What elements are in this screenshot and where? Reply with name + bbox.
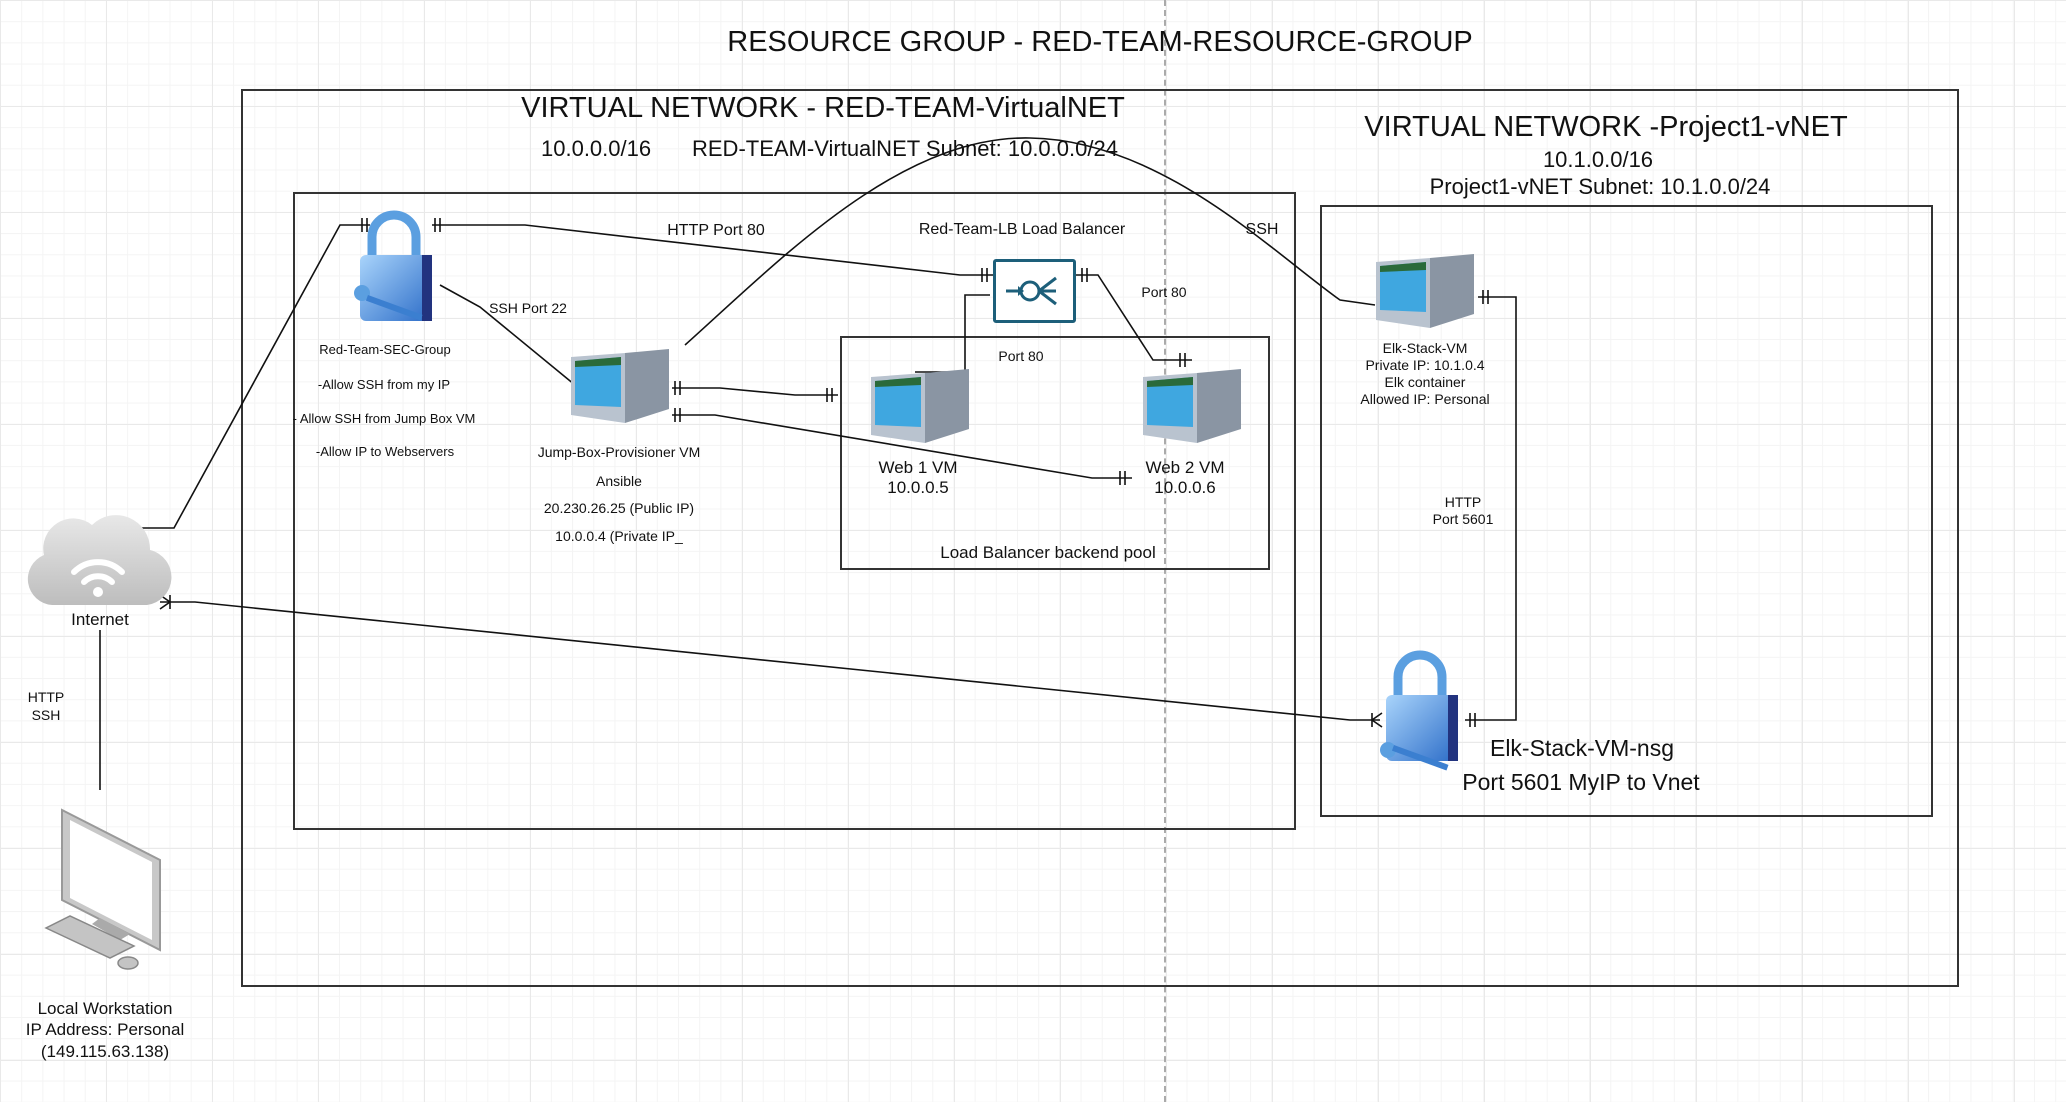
web2-vm-icon: [1143, 369, 1241, 443]
jump-box-public-ip: 20.230.26.25 (Public IP): [543, 500, 695, 516]
link-jumpbox-elk: [684, 137, 1376, 346]
link-secgroup-jumpbox: [439, 284, 576, 386]
elk-vm-name: Elk-Stack-VM: [1382, 340, 1468, 356]
web2-ip: 10.0.0.6: [1154, 478, 1216, 497]
port-80-web1-label: Port 80: [998, 348, 1044, 364]
nsg-lock-icon: [1380, 650, 1458, 771]
elk-vm-container: Elk container: [1384, 374, 1466, 390]
link-lb-web1: [915, 294, 990, 373]
sec-rule-2: - Allow SSH from Jump Box VM: [292, 411, 476, 426]
red-vnet-address: 10.0.0.0/16: [541, 136, 652, 161]
red-vnet-title: VIRTUAL NETWORK - RED-TEAM-VirtualNET: [521, 92, 1125, 124]
link-elk-nsg: [1465, 296, 1517, 721]
ssh-port-22-label: SSH Port 22: [489, 300, 567, 316]
elk-nsg-rule: Port 5601 MyIP to Vnet: [1462, 769, 1700, 795]
backend-pool-label: Load Balancer backend pool: [940, 543, 1156, 562]
red-vnet-subnet: RED-TEAM-VirtualNET Subnet: 10.0.0.0/24: [692, 136, 1118, 161]
link-secgroup-lb: [432, 224, 995, 276]
project-vnet-subnet: Project1-vNET Subnet: 10.1.0.0/24: [1429, 174, 1771, 199]
sec-group-name: Red-Team-SEC-Group: [319, 342, 451, 357]
http-port-80-label: HTTP Port 80: [667, 222, 765, 239]
workstation-icon: [44, 808, 161, 970]
jump-box-name: Jump-Box-Provisioner VM: [537, 444, 701, 460]
web2-name: Web 2 VM: [1145, 458, 1225, 477]
ssh-label: SSH: [1245, 221, 1279, 238]
elk-vm-icon: [1376, 254, 1474, 328]
page-separator: [1164, 0, 1166, 1102]
backend-pool-box: [840, 336, 1270, 570]
internet-label: Internet: [71, 610, 129, 629]
link-internet-secgroup: [135, 224, 370, 529]
workstation-name: Local Workstation: [37, 999, 173, 1018]
load-balancer-name: Red-Team-LB Load Balancer: [918, 221, 1126, 238]
jump-box-vm-icon: [571, 349, 669, 423]
project-vnet-address: 10.1.0.0/16: [1542, 147, 1654, 172]
resource-group-title: RESOURCE GROUP - RED-TEAM-RESOURCE-GROUP: [727, 26, 1473, 58]
http-ssh-label: HTTP SSH: [27, 689, 65, 723]
workstation-ip-label: IP Address: Personal: [25, 1020, 185, 1039]
lock-icon: [354, 210, 432, 321]
elk-vm-allowed-ip: Allowed IP: Personal: [1360, 391, 1490, 407]
web1-vm-icon: [871, 369, 969, 443]
project-vnet-subnet-box: [1320, 205, 1933, 817]
link-jumpbox-web1: [672, 387, 838, 396]
cloud-icon: [27, 515, 172, 605]
web1-ip: 10.0.0.5: [887, 478, 949, 497]
project-vnet-title: VIRTUAL NETWORK -Project1-vNET: [1364, 111, 1848, 143]
resource-group-box: [241, 89, 1959, 987]
link-jumpbox-web2: [672, 414, 1132, 479]
jump-box-software: Ansible: [596, 473, 642, 489]
sec-rule-3: -Allow IP to Webservers: [315, 444, 455, 459]
sec-rule-1: -Allow SSH from my IP: [317, 377, 451, 392]
port-80-web2-label: Port 80: [1141, 284, 1187, 300]
red-vnet-subnet-box: [293, 192, 1296, 830]
jump-box-private-ip: 10.0.0.4 (Private IP_: [555, 528, 683, 544]
http-5601-label: HTTP Port 5601: [1432, 494, 1494, 527]
load-balancer-icon: [1006, 276, 1057, 306]
web1-name: Web 1 VM: [878, 458, 958, 477]
elk-vm-private-ip: Private IP: 10.1.0.4: [1365, 357, 1485, 373]
workstation-ip: (149.115.63.138): [40, 1042, 170, 1061]
link-internet-nsg: [160, 601, 1380, 721]
elk-nsg-name: Elk-Stack-VM-nsg: [1489, 735, 1675, 761]
